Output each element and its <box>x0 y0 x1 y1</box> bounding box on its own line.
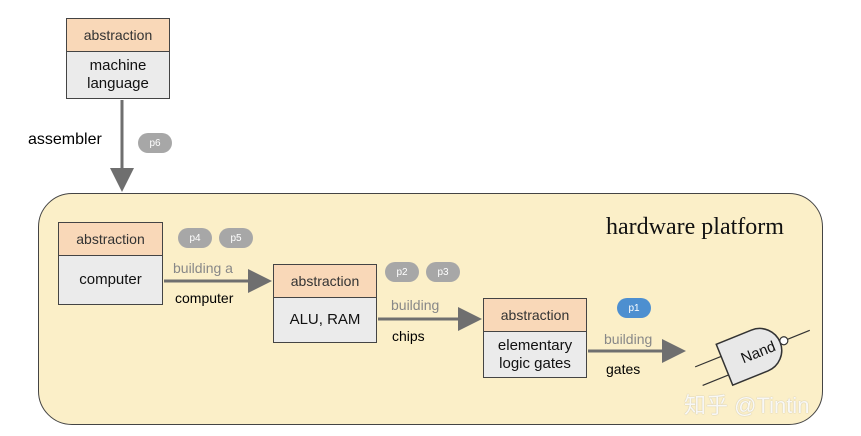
elementary-line: elementary <box>497 336 573 354</box>
logic-gates-box: abstraction elementary logic gates <box>483 298 587 378</box>
machine-language-box: abstraction machine language <box>66 18 170 99</box>
nand-gate-icon: Nand <box>694 327 811 387</box>
badge-p1: p1 <box>617 298 651 318</box>
machine-line: machine <box>89 57 147 74</box>
badge-p2: p2 <box>385 262 419 282</box>
watermark: 知乎 @Tintin <box>684 393 810 418</box>
logic-gates-body: elementary logic gates <box>484 332 586 377</box>
language-line: language <box>87 75 149 92</box>
arrow3-black-label: gates <box>606 361 641 377</box>
hardware-platform-panel <box>38 193 823 425</box>
badge-p6: p6 <box>138 133 172 153</box>
logic-gates-line: logic gates <box>499 354 571 372</box>
computer-body: computer <box>59 256 162 304</box>
abstraction-header: abstraction <box>484 299 586 332</box>
abstraction-header: abstraction <box>67 19 169 52</box>
arrow1-black-label: computer <box>175 290 234 306</box>
alu-ram-box: abstraction ALU, RAM <box>273 264 377 343</box>
abstraction-header: abstraction <box>274 265 376 298</box>
assembler-label: assembler <box>28 131 102 148</box>
platform-title: hardware platform <box>606 214 784 240</box>
alu-ram-body: ALU, RAM <box>274 298 376 342</box>
computer-box: abstraction computer <box>58 222 163 305</box>
badge-p3: p3 <box>426 262 460 282</box>
badge-p4: p4 <box>178 228 212 248</box>
arrow2-black-label: chips <box>392 328 425 344</box>
arrow1-gray-label: building a <box>173 260 233 276</box>
machine-language-body: machine language <box>67 52 169 98</box>
arrow3-gray-label: building <box>604 331 653 347</box>
abstraction-header: abstraction <box>59 223 162 256</box>
badge-p5: p5 <box>219 228 253 248</box>
arrow2-gray-label: building <box>391 297 440 313</box>
